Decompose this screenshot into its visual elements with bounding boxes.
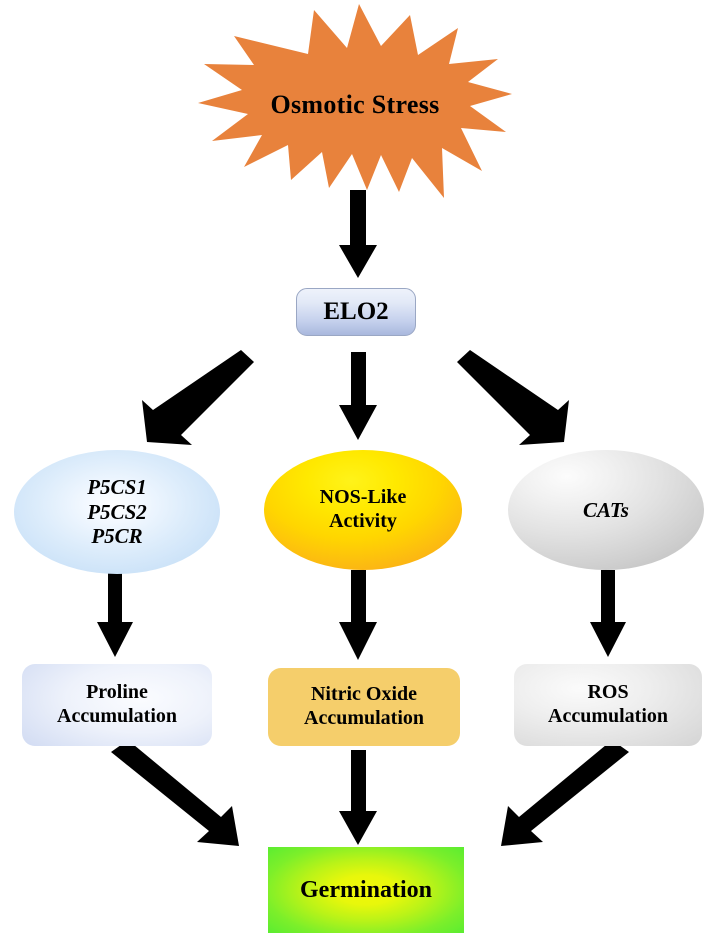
- p5cs1-label: P5CS1: [87, 474, 147, 499]
- arrow-elo2-to-p5genes: [142, 350, 254, 445]
- elo2-node: ELO2: [296, 288, 416, 336]
- arrow-elo2-to-nos: [339, 352, 377, 440]
- arrow-cats-to-ros: [590, 570, 626, 657]
- p5cs2-label: P5CS2: [87, 499, 147, 524]
- germination-label: Germination: [300, 876, 432, 903]
- cats-node: CATs: [508, 450, 704, 570]
- arrow-ros-to-germination: [501, 740, 629, 846]
- arrow-elo2-to-cats: [457, 350, 569, 445]
- ros-label-line2: Accumulation: [548, 705, 668, 727]
- ros-label-group: ROS Accumulation: [548, 681, 668, 728]
- osmotic-stress-label: Osmotic Stress: [270, 89, 440, 119]
- cats-label: CATs: [583, 497, 629, 522]
- p5-genes-node: P5CS1 P5CS2 P5CR: [14, 450, 220, 574]
- nitric-oxide-label-line1: Nitric Oxide: [310, 683, 418, 706]
- proline-accumulation-node: Proline Accumulation: [22, 664, 212, 746]
- starburst-shape: [198, 4, 512, 198]
- nos-label-line1: NOS-Like: [319, 486, 407, 509]
- nos-like-activity-node: NOS-Like Activity: [264, 450, 462, 570]
- ros-accumulation-node: ROS Accumulation: [514, 664, 702, 746]
- p5-genes-label-group: P5CS1 P5CS2 P5CR: [87, 475, 147, 549]
- arrow-proline-to-germination: [111, 740, 239, 846]
- proline-label-group: Proline Accumulation: [57, 681, 177, 728]
- nitric-oxide-label-group: Nitric Oxide Accumulation: [304, 683, 424, 730]
- elo2-label: ELO2: [323, 298, 389, 326]
- arrow-stress-to-elo2: [339, 190, 377, 278]
- nitric-oxide-label-line2: Accumulation: [304, 707, 424, 729]
- nitric-oxide-accumulation-node: Nitric Oxide Accumulation: [268, 668, 460, 746]
- arrow-p5genes-to-proline: [97, 570, 133, 657]
- p5cr-label: P5CR: [91, 524, 143, 549]
- proline-label-line2: Accumulation: [57, 705, 177, 727]
- ros-label-line1: ROS: [587, 681, 629, 704]
- osmotic-stress-node: Osmotic Stress: [196, 2, 514, 200]
- nos-label-group: NOS-Like Activity: [320, 486, 407, 533]
- arrow-nitricoxide-to-germination: [339, 750, 377, 845]
- arrow-nos-to-nitricoxide: [339, 570, 377, 660]
- nos-label-line2: Activity: [329, 510, 397, 532]
- germination-node: Germination: [268, 847, 464, 933]
- proline-label-line1: Proline: [86, 681, 148, 704]
